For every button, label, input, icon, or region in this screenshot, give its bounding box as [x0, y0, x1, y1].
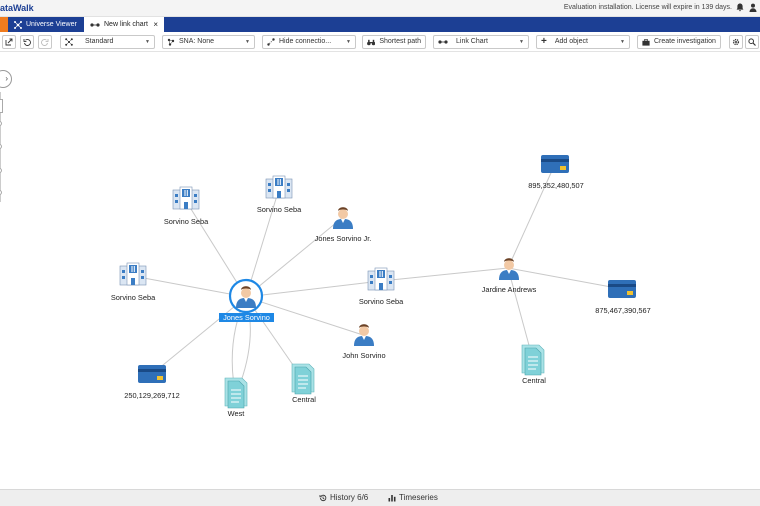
brand-logo: ataWalk — [0, 3, 34, 13]
chevron-down-icon: ▼ — [145, 39, 150, 45]
svg-text:Sorvino Seba: Sorvino Seba — [257, 205, 302, 214]
export-button[interactable] — [2, 35, 16, 49]
svg-text:Jardine Andrews: Jardine Andrews — [482, 285, 537, 294]
layout-select[interactable]: Standard ▼ — [60, 35, 155, 49]
chevron-down-icon: ▼ — [519, 39, 524, 45]
hide-connections-icon — [267, 38, 275, 46]
person-icon — [354, 324, 374, 346]
svg-text:Sorvino Seba: Sorvino Seba — [164, 217, 209, 226]
building-icon — [265, 175, 293, 199]
svg-text:Sorvino Seba: Sorvino Seba — [111, 293, 156, 302]
svg-text:John Sorvino: John Sorvino — [342, 351, 385, 360]
credit-card-icon — [608, 280, 636, 298]
person-icon — [333, 207, 353, 229]
history-button[interactable]: History 6/6 — [319, 493, 368, 502]
top-header — [0, 0, 760, 17]
bell-icon[interactable] — [736, 3, 744, 14]
search-button[interactable] — [745, 35, 759, 49]
building-icon — [119, 262, 147, 286]
gear-icon — [732, 38, 740, 46]
node-jones-sorvino-jr[interactable]: Jones Sorvino Jr. — [315, 207, 372, 243]
search-icon — [748, 38, 756, 46]
tab-label: Universe Viewer — [26, 21, 77, 28]
tab-bar — [0, 17, 760, 32]
svg-text:West: West — [228, 409, 245, 418]
tab-new-link-chart[interactable]: New link chart × — [84, 17, 164, 32]
node-card[interactable]: 895,352,480,507 — [528, 155, 584, 190]
svg-text:Sorvino Seba: Sorvino Seba — [359, 297, 404, 306]
layout-icon — [65, 38, 73, 46]
node-jardine-andrews[interactable]: Jardine Andrews — [482, 258, 537, 294]
network-icon — [14, 20, 22, 29]
node-sorvino-seba[interactable]: Sorvino Seba — [111, 262, 156, 302]
binoculars-icon — [367, 39, 376, 45]
building-icon — [367, 267, 395, 291]
tab-universe-viewer[interactable]: Universe Viewer — [8, 17, 84, 32]
redo-button[interactable] — [38, 35, 52, 49]
plus-icon: + — [541, 36, 547, 47]
zoom-step[interactable] — [0, 190, 2, 195]
chevron-right-icon: › — [5, 74, 8, 83]
zoom-step[interactable] — [0, 168, 2, 173]
chevron-down-icon: ▼ — [346, 39, 351, 45]
export-icon — [5, 38, 13, 46]
document-icon — [224, 377, 248, 409]
node-john-sorvino[interactable]: John Sorvino — [342, 324, 386, 360]
chart-type-select[interactable]: Link Chart ▼ — [433, 35, 529, 49]
credit-card-icon — [541, 155, 569, 173]
selected-label-bg — [219, 313, 274, 322]
sna-icon — [167, 38, 175, 46]
node-sorvino-seba[interactable]: Sorvino Seba — [164, 186, 209, 226]
create-investigation-button[interactable]: Create investigation — [637, 35, 721, 49]
briefcase-icon — [642, 38, 650, 46]
node-sorvino-seba[interactable]: Sorvino Seba — [359, 267, 404, 306]
node-card[interactable]: 875,467,390,567 — [595, 280, 651, 315]
node-sorvino-seba[interactable]: Sorvino Seba — [257, 175, 302, 214]
zoom-step[interactable] — [0, 121, 2, 126]
chevron-down-icon: ▼ — [245, 39, 250, 45]
svg-text:895,352,480,507: 895,352,480,507 — [528, 181, 583, 190]
svg-text:Central: Central — [292, 395, 316, 404]
chevron-down-icon: ▼ — [620, 39, 625, 45]
license-notice: Evaluation installation. License will ex… — [563, 4, 732, 11]
tab-label: New link chart — [104, 21, 148, 28]
credit-card-icon — [138, 365, 166, 383]
document-icon — [521, 344, 545, 376]
undo-button[interactable] — [20, 35, 34, 49]
link-chart-icon — [90, 22, 100, 27]
shortest-path-button[interactable]: Shortest path — [362, 35, 426, 49]
tab-accent — [0, 17, 8, 32]
building-icon — [172, 186, 200, 210]
svg-text:Jones Sorvino: Jones Sorvino — [223, 313, 270, 322]
close-icon[interactable]: × — [153, 20, 158, 29]
node-jones-sorvino-selected[interactable]: Jones Sorvino — [219, 278, 274, 322]
node-document-central[interactable]: Central — [521, 344, 546, 385]
svg-text:875,467,390,567: 875,467,390,567 — [595, 306, 650, 315]
bar-chart-icon — [388, 494, 396, 501]
zoom-handle[interactable] — [0, 99, 3, 113]
redo-icon — [41, 39, 49, 46]
svg-text:Central: Central — [522, 376, 546, 385]
undo-icon — [23, 39, 31, 46]
sna-select[interactable]: SNA: None ▼ — [162, 35, 255, 49]
settings-button[interactable] — [729, 35, 743, 49]
user-icon[interactable] — [749, 3, 757, 14]
link-chart-icon — [438, 40, 448, 44]
node-document-west[interactable]: West — [224, 377, 248, 418]
zoom-step[interactable] — [0, 144, 2, 149]
timeseries-button[interactable]: Timeseries — [388, 493, 438, 502]
node-card[interactable]: 250,129,269,712 — [124, 365, 180, 400]
svg-text:Jones Sorvino Jr.: Jones Sorvino Jr. — [315, 234, 372, 243]
link-chart-canvas[interactable]: Sorvino Seba Sorvino Seba Jones Sorvino … — [0, 52, 760, 489]
document-icon — [291, 363, 315, 395]
connections-select[interactable]: Hide connectio... ▼ — [262, 35, 356, 49]
footer-bar — [0, 489, 760, 506]
node-document-central[interactable]: Central — [291, 363, 316, 404]
history-icon — [319, 494, 327, 501]
add-object-select[interactable]: + Add object ▼ — [536, 35, 630, 49]
svg-text:250,129,269,712: 250,129,269,712 — [124, 391, 179, 400]
